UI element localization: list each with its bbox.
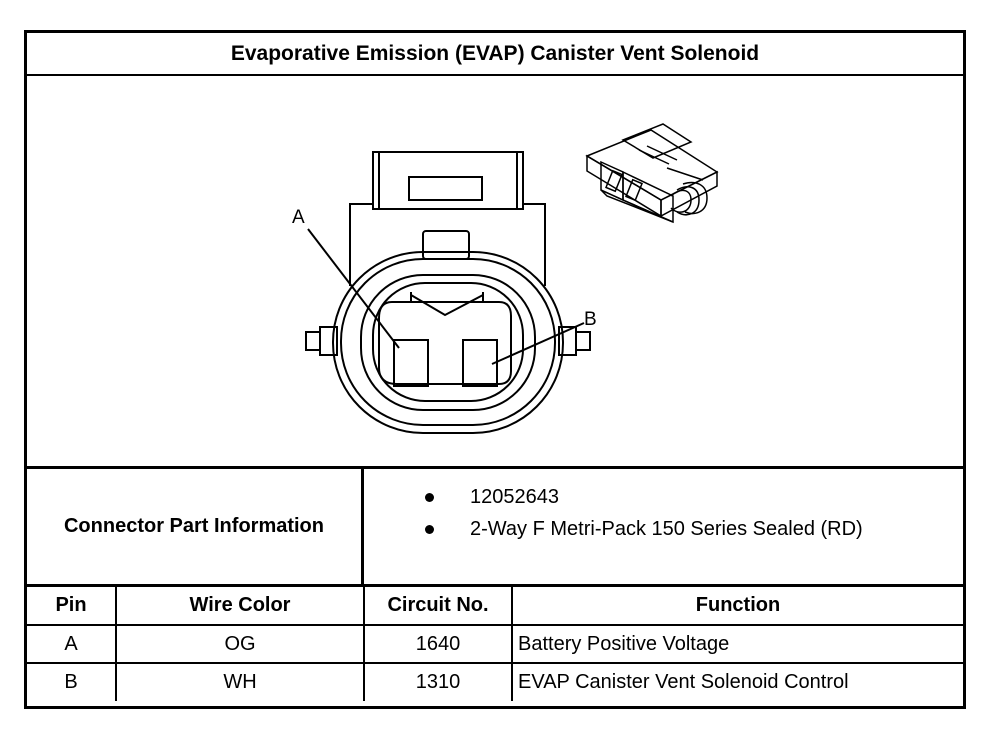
header-wire-color: Wire Color (115, 587, 365, 626)
connector-description: 2-Way F Metri-Pack 150 Series Sealed (RD… (470, 517, 863, 540)
seal-ring-3 (360, 274, 536, 411)
page-title: Evaporative Emission (EVAP) Canister Ven… (27, 33, 963, 76)
left-peg (305, 331, 321, 351)
latch-window (408, 176, 483, 201)
leader-line-a (307, 228, 400, 349)
connector-part-info: Connector Part Information 12052643 2-Wa… (27, 469, 963, 587)
bullet-icon (425, 492, 434, 502)
header-pin: Pin (27, 587, 117, 626)
leader-line-b (491, 322, 585, 365)
cell-function: Battery Positive Voltage (511, 624, 963, 664)
outer-seal (332, 251, 564, 434)
cavity-outline (378, 301, 512, 385)
cell-wire-color: OG (115, 624, 365, 664)
cell-circuit: 1310 (363, 662, 513, 701)
connector-info-item: 2-Way F Metri-Pack 150 Series Sealed (RD… (364, 514, 963, 544)
right-shoulder (523, 203, 546, 286)
left-shoulder (349, 203, 373, 286)
right-peg (575, 331, 591, 351)
latch-housing (372, 151, 524, 210)
terminal-b (462, 339, 498, 387)
connector-info-list: 12052643 2-Way F Metri-Pack 150 Series S… (364, 469, 963, 584)
header-function: Function (511, 587, 963, 626)
pin-b-label: B (584, 309, 597, 330)
pin-a-label: A (292, 207, 305, 228)
cell-pin: B (27, 662, 117, 701)
cell-circuit: 1640 (363, 624, 513, 664)
connector-drawing (305, 123, 719, 434)
keyway (410, 294, 484, 317)
pinout-sheet: Evaporative Emission (EVAP) Canister Ven… (24, 30, 966, 709)
cell-pin: A (27, 624, 117, 664)
terminal-a (393, 339, 429, 387)
bullet-icon (425, 524, 434, 534)
right-peg-base (558, 326, 577, 356)
header-circuit: Circuit No. (363, 587, 513, 626)
table-row: A OG 1640 Battery Positive Voltage (27, 624, 963, 664)
table-header-row: Pin Wire Color Circuit No. Function (27, 587, 963, 626)
seal-ring-2 (340, 258, 556, 426)
lock-tab (422, 230, 470, 260)
connector-info-label: Connector Part Information (27, 469, 364, 584)
part-number: 12052643 (470, 485, 559, 508)
cell-wire-color: WH (115, 662, 365, 701)
table-row: B WH 1310 EVAP Canister Vent Solenoid Co… (27, 662, 963, 701)
inner-face (372, 282, 524, 402)
connector-isometric (585, 123, 719, 224)
pinout-table: Pin Wire Color Circuit No. Function A OG… (27, 587, 963, 701)
connector-info-item: 12052643 (364, 482, 963, 512)
cell-function: EVAP Canister Vent Solenoid Control (511, 662, 963, 701)
connector-diagram: A B (27, 76, 963, 469)
left-peg-base (319, 326, 338, 356)
